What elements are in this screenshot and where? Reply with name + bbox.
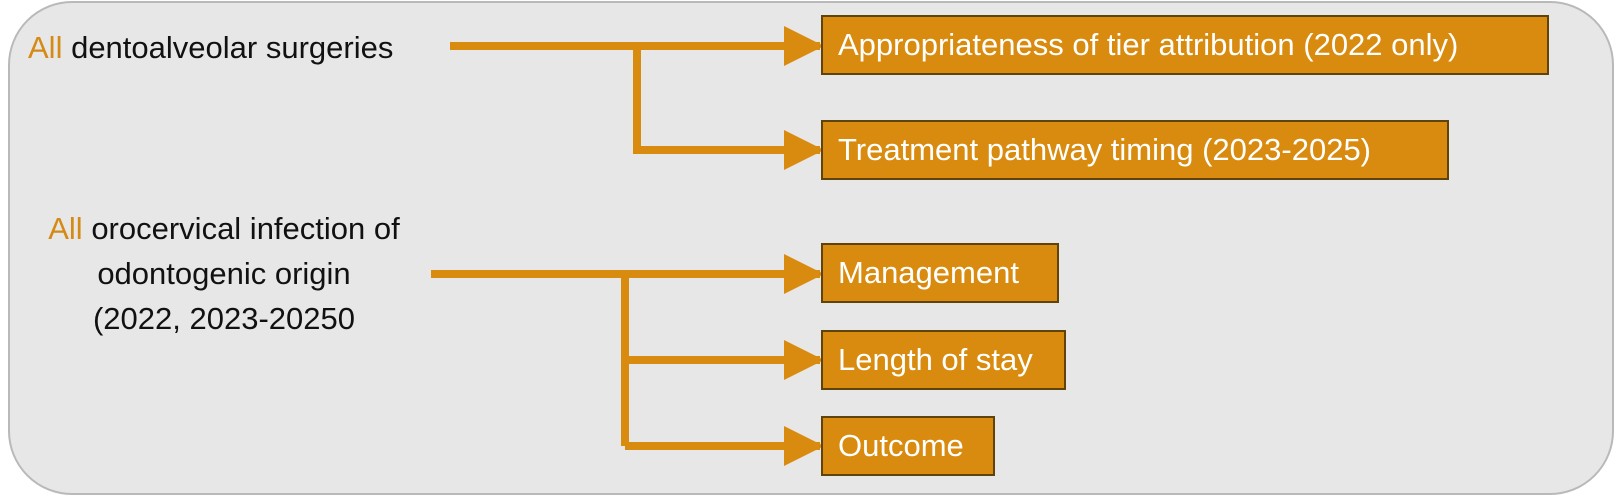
target-box-appropriateness-of-tier-attribution: Appropriateness of tier attribution (202… bbox=[821, 15, 1549, 75]
source-label-orocervical-infection: All orocervical infection of odontogenic… bbox=[24, 206, 424, 341]
source-1-branch-arrow bbox=[633, 46, 824, 170]
target-box-management: Management bbox=[821, 243, 1059, 303]
source-label-dentoalveolar-surgeries: All dentoalveolar surgeries bbox=[28, 25, 393, 70]
target-box-outcome: Outcome bbox=[821, 416, 995, 476]
group-2-connectors bbox=[431, 254, 824, 466]
source-2-line-2: odontogenic origin bbox=[97, 256, 351, 291]
source-1-text: dentoalveolar surgeries bbox=[71, 30, 394, 65]
diagram-panel bbox=[8, 1, 1614, 495]
group-1-connectors bbox=[450, 26, 824, 170]
source-1-prefix: All bbox=[28, 30, 63, 65]
target-box-treatment-pathway-timing: Treatment pathway timing (2023-2025) bbox=[821, 120, 1449, 180]
source-2-line-1-text: orocervical infection of bbox=[91, 211, 400, 246]
source-2-line-3: (2022, 2023-20250 bbox=[92, 301, 355, 336]
source-2-line-1: All orocervical infection of bbox=[24, 206, 424, 251]
target-box-length-of-stay: Length of stay bbox=[821, 330, 1066, 390]
source-2-prefix: All bbox=[48, 211, 83, 246]
